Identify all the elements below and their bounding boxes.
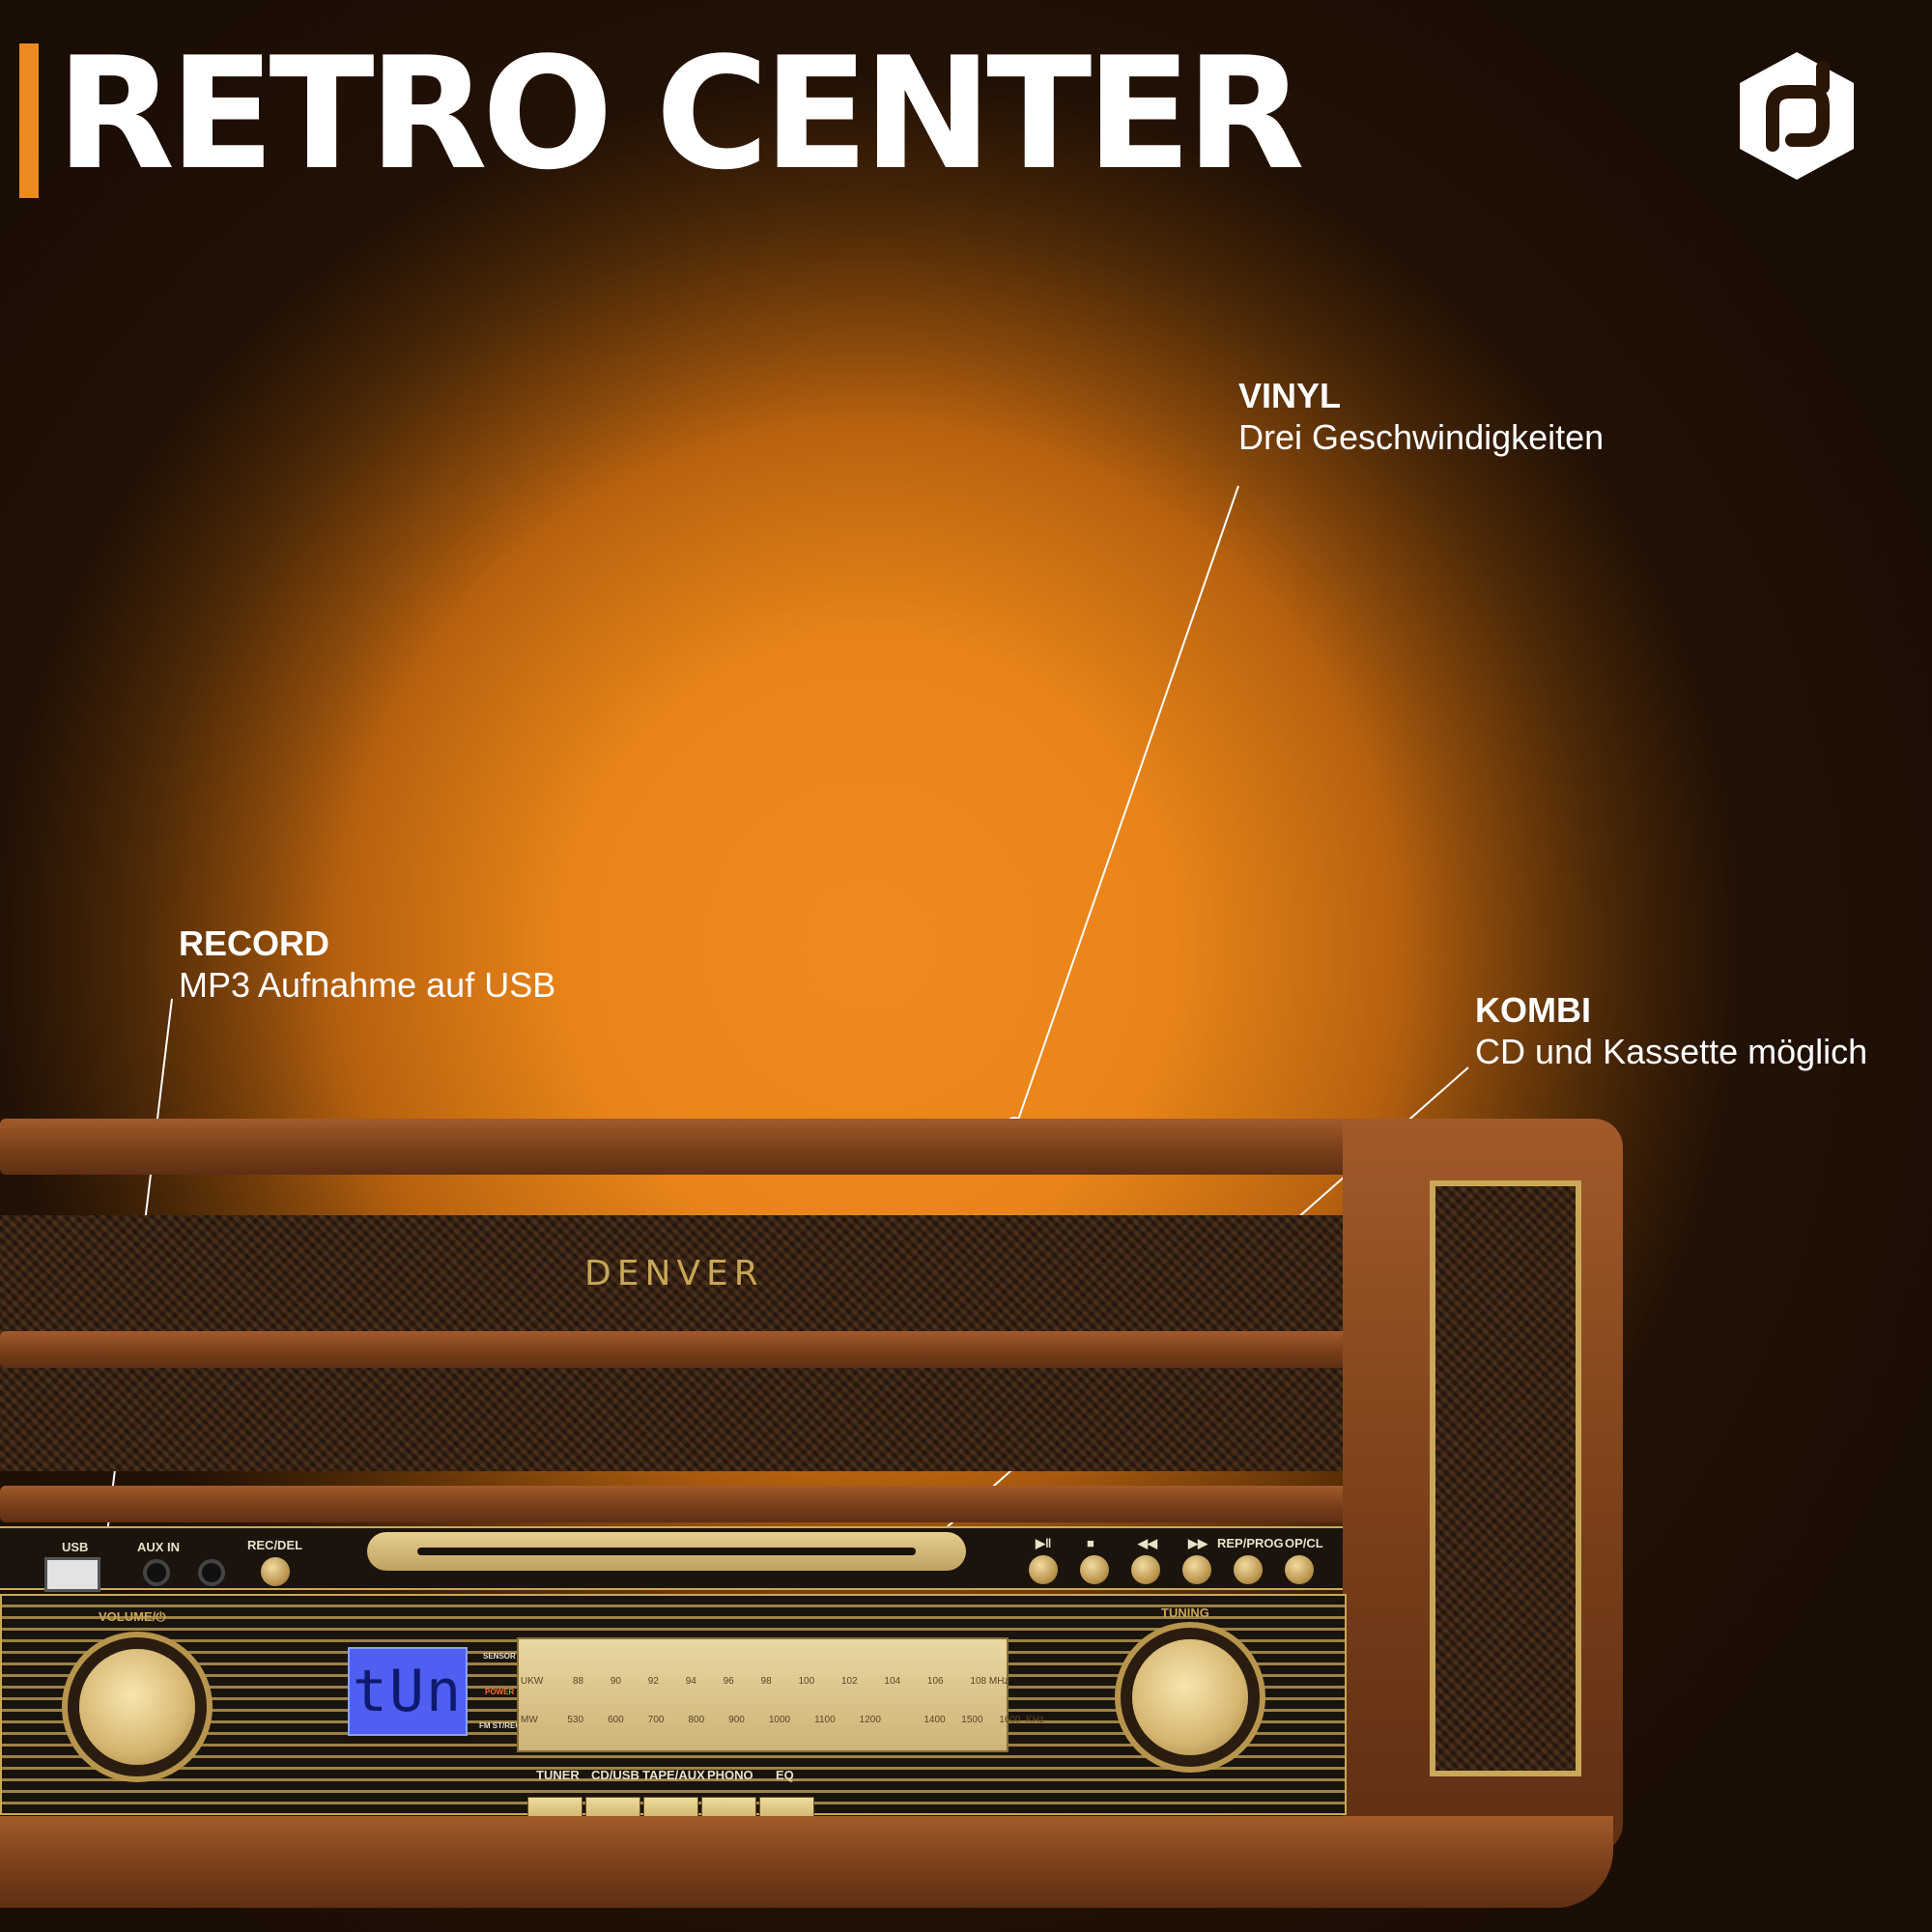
base — [0, 1816, 1613, 1908]
cd-slot[interactable] — [367, 1532, 966, 1571]
source-phono-label: PHONO — [707, 1768, 753, 1782]
stop-button[interactable] — [1080, 1555, 1109, 1584]
brand-name: DENVER — [584, 1254, 764, 1293]
callout-heading: VINYL — [1238, 376, 1342, 415]
play-pause-icon: ▶‖ — [1036, 1536, 1052, 1550]
callout-text: CD und Kassette möglich — [1475, 1032, 1868, 1072]
volume-knob[interactable] — [79, 1649, 195, 1765]
volume-label: VOLUME/⏻ — [99, 1609, 166, 1624]
rep-prog-label: REP/PROG — [1217, 1536, 1284, 1550]
callout-heading: KOMBI — [1475, 990, 1591, 1030]
fm-ticks: 88 90 92 94 96 98 100 102 104 106 108 MH… — [572, 1676, 1009, 1687]
wood-rail — [0, 1331, 1348, 1368]
title-accent-bar — [19, 43, 39, 198]
stop-icon: ■ — [1087, 1536, 1094, 1550]
next-icon: ▶▶ — [1188, 1536, 1208, 1550]
wood-rail — [0, 1486, 1348, 1522]
source-eq-label: EQ — [776, 1768, 794, 1782]
callout-heading: RECORD — [179, 923, 330, 963]
am-ticks: 530 600 700 800 900 1000 1100 1200 1400 … — [567, 1715, 1044, 1725]
callout-vinyl: VINYL Drei Geschwindigkeiten — [1238, 375, 1604, 458]
source-tape-aux-label: TAPE/AUX — [642, 1768, 705, 1782]
rep-prog-button[interactable] — [1234, 1555, 1263, 1584]
previous-icon: ◀◀ — [1138, 1536, 1157, 1550]
control-strip: USB AUX IN REC/DEL ▶‖ ■ ◀◀ ▶▶ REP/PROG O… — [0, 1526, 1343, 1592]
fm-st-label: FM ST/REC — [479, 1721, 522, 1730]
radio-dial: UKW 88 90 92 94 96 98 100 102 104 106 10… — [517, 1637, 1044, 1752]
rec-del-label: REC/DEL — [247, 1538, 303, 1552]
retro-music-center: DENVER USB AUX IN REC/DEL ▶‖ ■ ◀◀ ▶▶ REP… — [0, 1101, 1623, 1932]
sensor-label: SENSOR — [483, 1652, 516, 1661]
lcd-display: tUn — [348, 1647, 468, 1736]
power-label: POWER — [485, 1688, 515, 1696]
callout-record: RECORD MP3 Aufnahme auf USB — [179, 923, 555, 1006]
side-speaker-grille — [1430, 1180, 1581, 1776]
brand-logo-icon — [1740, 52, 1854, 180]
usb-port[interactable] — [44, 1557, 100, 1592]
fm-band-label: UKW — [521, 1676, 544, 1687]
callout-kombi: KOMBI CD und Kassette möglich — [1475, 989, 1867, 1072]
lid-top — [0, 1119, 1372, 1175]
source-cd-usb-label: CD/USB — [591, 1768, 639, 1782]
next-button[interactable] — [1182, 1555, 1211, 1584]
previous-button[interactable] — [1131, 1555, 1160, 1584]
tuning-knob[interactable] — [1132, 1639, 1248, 1755]
callout-text: MP3 Aufnahme auf USB — [179, 965, 556, 1006]
aux-jack[interactable] — [143, 1559, 170, 1586]
am-band-label: MW — [521, 1715, 538, 1725]
aux-label: AUX IN — [137, 1540, 181, 1554]
source-tuner-label: TUNER — [536, 1768, 580, 1782]
page-title: RETRO CENTER — [56, 23, 1305, 204]
usb-label: USB — [62, 1540, 89, 1554]
headphone-jack[interactable] — [198, 1559, 225, 1586]
op-cl-button[interactable] — [1285, 1555, 1314, 1584]
tuning-label: TUNING — [1161, 1605, 1209, 1620]
op-cl-label: OP/CL — [1285, 1536, 1323, 1550]
callout-text: Drei Geschwindigkeiten — [1238, 417, 1605, 458]
play-pause-button[interactable] — [1029, 1555, 1058, 1584]
rec-del-button[interactable] — [261, 1557, 290, 1586]
